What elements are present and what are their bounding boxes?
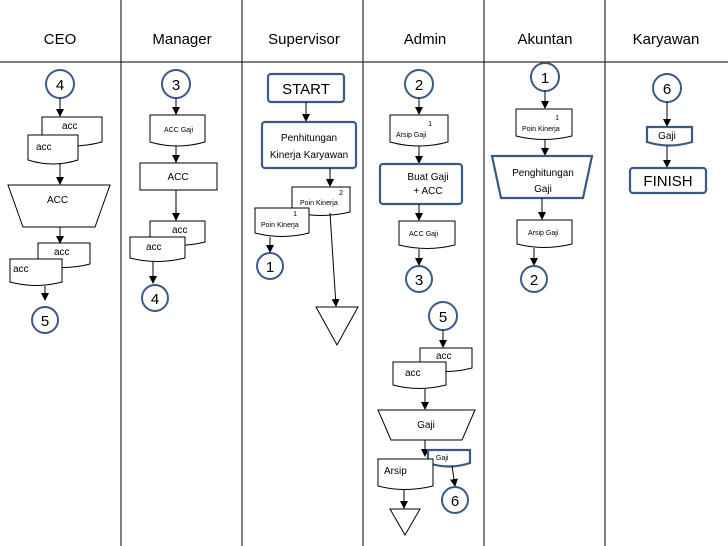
karyawan-finish-terminal: FINISH [628,166,708,195]
lane-header-ceo: CEO [44,31,77,48]
svg-text:Gaji: Gaji [436,455,449,462]
svg-text:6: 6 [451,493,459,510]
svg-text:Poin Kinerja: Poin Kinerja [300,200,338,207]
admin-archive-triangle [389,508,421,537]
svg-text:Penghitungan: Penghitungan [512,168,574,179]
svg-text:acc: acc [62,121,78,132]
admin-document-arsip: Arsip [377,458,434,490]
lane-header-admin: Admin [404,31,447,48]
ceo-document2-front: acc [9,258,63,286]
admin-document-arsip-gaji: 1 Arsip Gaji [389,114,449,147]
svg-text:Penhitungan: Penhitungan [281,133,337,144]
svg-text:2: 2 [339,190,343,197]
svg-text:1: 1 [555,115,559,122]
lane-header-akuntan: Akuntan [517,31,572,48]
svg-text:+ ACC: + ACC [413,186,442,197]
svg-text:acc: acc [36,142,52,153]
manager-connector-top: 3 [161,69,191,99]
admin-connector-6: 6 [441,486,469,514]
svg-text:Gaji: Gaji [534,184,552,195]
svg-text:acc: acc [172,225,188,236]
admin-manual-operation-gaji: Gaji [377,409,476,441]
akuntan-document-poin-kinerja: 1 Poin Kinerja [515,108,573,140]
admin-document-acc-gaji: ACC Gaji [398,220,456,249]
svg-text:Arsip Gaji: Arsip Gaji [396,132,427,139]
lane-header-manager: Manager [152,31,211,48]
svg-text:ACC: ACC [167,172,188,183]
ceo-document-front: acc [27,134,79,165]
svg-text:acc: acc [146,242,162,253]
manager-document-front: acc [129,236,186,262]
svg-text:ACC: ACC [47,195,68,206]
svg-text:Kinerja Karyawan: Kinerja Karyawan [270,150,348,161]
svg-text:4: 4 [151,291,159,308]
svg-text:2: 2 [530,272,538,289]
admin-connector-3: 3 [405,265,433,293]
svg-text:START: START [282,81,330,98]
ceo-connector-bottom: 5 [31,306,59,334]
svg-text:1: 1 [541,70,549,87]
manager-document-acc-gaji: ACC Gaji [149,114,206,147]
svg-text:FINISH: FINISH [643,173,692,190]
admin-connector-top: 2 [404,69,434,99]
svg-text:acc: acc [13,264,29,275]
svg-text:ACC Gaji: ACC Gaji [164,127,194,134]
svg-text:Gaji: Gaji [417,420,435,431]
akuntan-document-arsip-gaji: Arsip Gaji [516,219,573,248]
svg-text:1: 1 [428,121,432,128]
manager-process-acc: ACC [139,162,218,191]
svg-text:Buat Gaji: Buat Gaji [407,172,448,183]
svg-text:acc: acc [436,351,452,362]
lane-header-karyawan: Karyawan [633,31,700,48]
ceo-connector-top: 4 [45,69,75,99]
admin-document-gaji: Gaji [426,448,472,468]
svg-text:acc: acc [54,247,70,258]
svg-text:Arsip: Arsip [384,466,407,477]
svg-text:1: 1 [293,211,297,218]
svg-text:4: 4 [56,77,64,94]
svg-text:Arsip Gaji: Arsip Gaji [528,230,559,237]
supervisor-archive-triangle [315,306,359,347]
svg-text:3: 3 [172,77,180,94]
supervisor-start-terminal: START [266,72,346,104]
svg-text:Gaji: Gaji [658,131,676,142]
svg-text:ACC Gaji: ACC Gaji [409,231,439,238]
svg-text:acc: acc [405,368,421,379]
svg-text:6: 6 [663,81,671,98]
lane-header-supervisor: Supervisor [268,31,340,48]
karyawan-connector-top: 6 [652,73,682,103]
akuntan-connector-top: 1 [530,62,560,92]
svg-text:3: 3 [415,272,423,289]
svg-text:5: 5 [439,309,447,326]
akuntan-connector-bottom: 2 [520,265,548,293]
admin-process-buat-gaji: Buat Gaji + ACC [378,162,464,206]
ceo-manual-operation: ACC [7,184,111,228]
akuntan-process-penghitungan-gaji: Penghitungan Gaji [490,154,594,200]
supervisor-document-front: 1 Poin Kinerja [254,207,310,237]
svg-text:2: 2 [415,77,423,94]
svg-text:1: 1 [266,259,274,276]
supervisor-connector-bottom: 1 [256,252,284,280]
karyawan-document-gaji: Gaji [645,125,694,147]
svg-text:Poin Kinerja: Poin Kinerja [261,222,299,229]
admin-document2-front: acc [392,361,447,389]
admin-connector-5: 5 [428,301,458,331]
svg-text:5: 5 [41,313,49,330]
svg-text:Poin Kinerja: Poin Kinerja [522,126,560,133]
manager-connector-bottom: 4 [141,284,169,312]
supervisor-process-penhitungan: Penhitungan Kinerja Karyawan [260,120,358,170]
